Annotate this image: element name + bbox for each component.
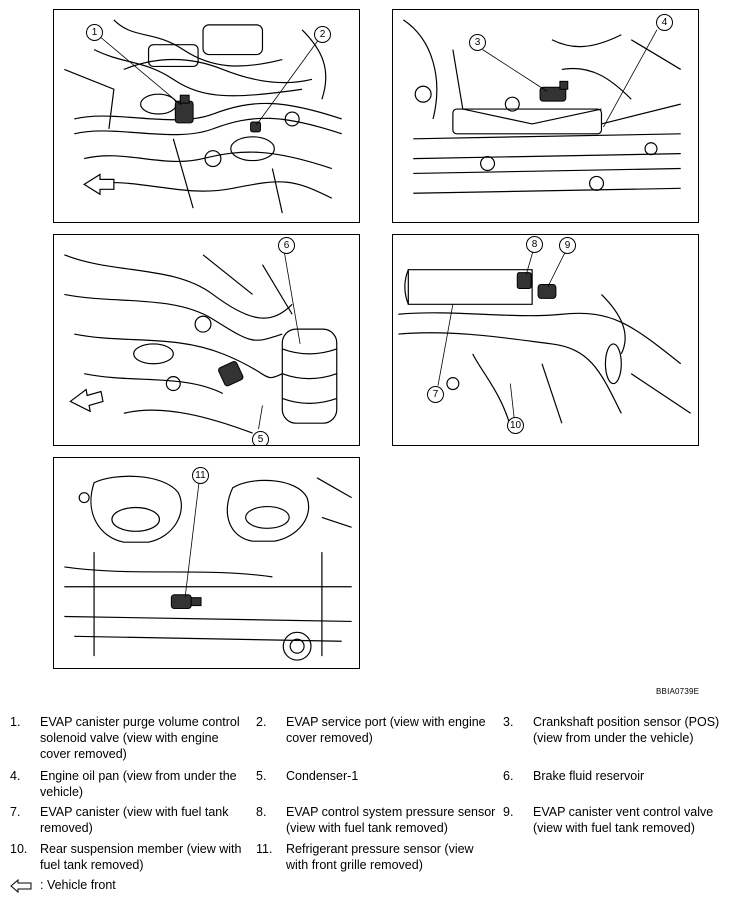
engine-top-illustration	[64, 19, 342, 214]
callout-5: 5	[252, 431, 269, 445]
panel-under-vehicle-crank: 3 4	[392, 9, 699, 223]
callout-10: 10	[507, 417, 524, 434]
callout-1: 1	[86, 24, 103, 41]
callout-6: 6	[278, 237, 295, 254]
callout-8: 8	[526, 236, 543, 253]
callout-9: 9	[559, 237, 576, 254]
figure-code: BBIA0739E	[656, 687, 700, 696]
evap-canister-illustration	[398, 250, 691, 434]
callout-2: 2	[314, 26, 331, 43]
callout-3: 3	[469, 34, 486, 51]
callout-11: 11	[192, 467, 209, 484]
panel-engine-bay-condenser: 5 6	[53, 234, 360, 446]
callout-4: 4	[656, 14, 673, 31]
panel-front-grille: 11	[53, 457, 360, 669]
callout-7: 7	[427, 386, 444, 403]
vehicle-front-arrow-icon	[10, 879, 32, 893]
panel-engine-top: 1 2	[53, 9, 360, 223]
crankshaft-illustration	[403, 19, 682, 194]
vehicle-front-label: : Vehicle front	[40, 878, 116, 892]
condenser-illustration	[64, 251, 338, 434]
refrigerant-sensor-illustration	[64, 475, 352, 661]
panel-evap-canister: 7 8 9 10	[392, 234, 699, 446]
